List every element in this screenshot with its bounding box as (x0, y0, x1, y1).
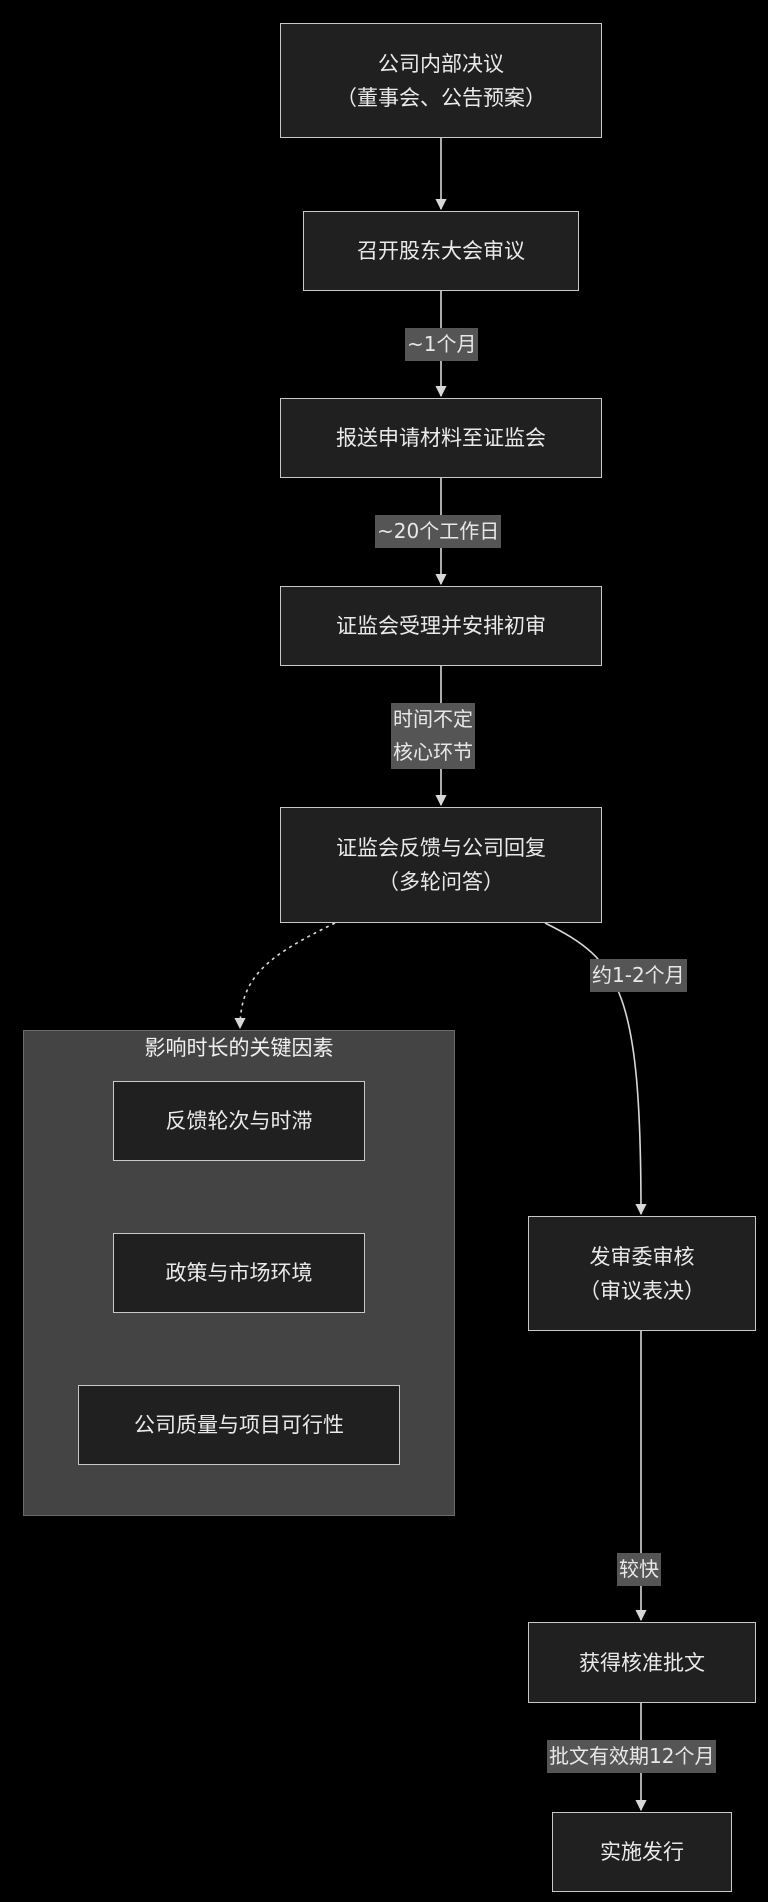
node-review-committee-line-2: （审议表决） (579, 1278, 705, 1303)
edge-label-validity-12-months-text: 批文有效期12个月 (549, 1744, 715, 1768)
node-issuance: 实施发行 (552, 1812, 732, 1892)
node-review-committee-line-1: 发审委审核 (589, 1244, 695, 1269)
edge-label-uncertain-time-line-2: 核心环节 (393, 740, 473, 764)
node-approval-document: 获得核准批文 (528, 1622, 756, 1703)
node-issuance-label: 实施发行 (600, 1840, 684, 1864)
edge-label-uncertain-time: 时间不定 核心环节 (391, 703, 475, 769)
node-csrc-acceptance-label: 证监会受理并安排初审 (336, 614, 546, 638)
factor-company-quality-label: 公司质量与项目可行性 (134, 1413, 344, 1437)
edge-n5-cluster (234, 922, 336, 1030)
node-submit-materials: 报送申请材料至证监会 (280, 398, 602, 478)
edge-label-twenty-workdays-text: ~20个工作日 (377, 519, 500, 543)
node-internal-resolution-line-1: 公司内部决议 (378, 51, 504, 76)
edge-label-uncertain-time-line-1: 时间不定 (393, 707, 473, 731)
edge-label-twenty-workdays: ~20个工作日 (375, 515, 502, 548)
key-factors-title: 影响时长的关键因素 (144, 1036, 334, 1060)
edge-label-one-to-two-months-text: 约1-2个月 (592, 963, 685, 987)
factor-feedback-rounds-label: 反馈轮次与时滞 (165, 1109, 313, 1133)
node-csrc-feedback-line-1: 证监会反馈与公司回复 (336, 836, 546, 860)
factor-company-quality: 公司质量与项目可行性 (78, 1385, 400, 1465)
node-approval-document-label: 获得核准批文 (579, 1650, 705, 1675)
node-csrc-feedback: 证监会反馈与公司回复 （多轮问答） (280, 807, 602, 923)
factor-policy-market: 政策与市场环境 (113, 1233, 365, 1313)
edge-label-validity-12-months: 批文有效期12个月 (547, 1740, 717, 1773)
node-csrc-feedback-line-2: （多轮问答） (378, 870, 504, 894)
edge-label-one-month: ~1个月 (405, 328, 479, 361)
edge-label-one-month-text: ~1个月 (407, 332, 477, 356)
node-csrc-acceptance: 证监会受理并安排初审 (280, 586, 602, 666)
node-shareholder-meeting-label: 召开股东大会审议 (357, 239, 525, 263)
edge-label-fast: 较快 (617, 1553, 661, 1586)
edge-n5-n6 (544, 922, 647, 1216)
node-shareholder-meeting: 召开股东大会审议 (303, 211, 579, 291)
factor-feedback-rounds: 反馈轮次与时滞 (113, 1081, 365, 1161)
edge-label-fast-text: 较快 (619, 1557, 659, 1581)
factor-policy-market-label: 政策与市场环境 (165, 1261, 313, 1285)
edge-label-one-to-two-months: 约1-2个月 (590, 959, 687, 992)
node-internal-resolution: 公司内部决议 （董事会、公告预案） (280, 23, 602, 138)
node-review-committee: 发审委审核 （审议表决） (528, 1216, 756, 1331)
node-submit-materials-label: 报送申请材料至证监会 (336, 426, 546, 450)
node-internal-resolution-line-2: （董事会、公告预案） (336, 85, 546, 110)
